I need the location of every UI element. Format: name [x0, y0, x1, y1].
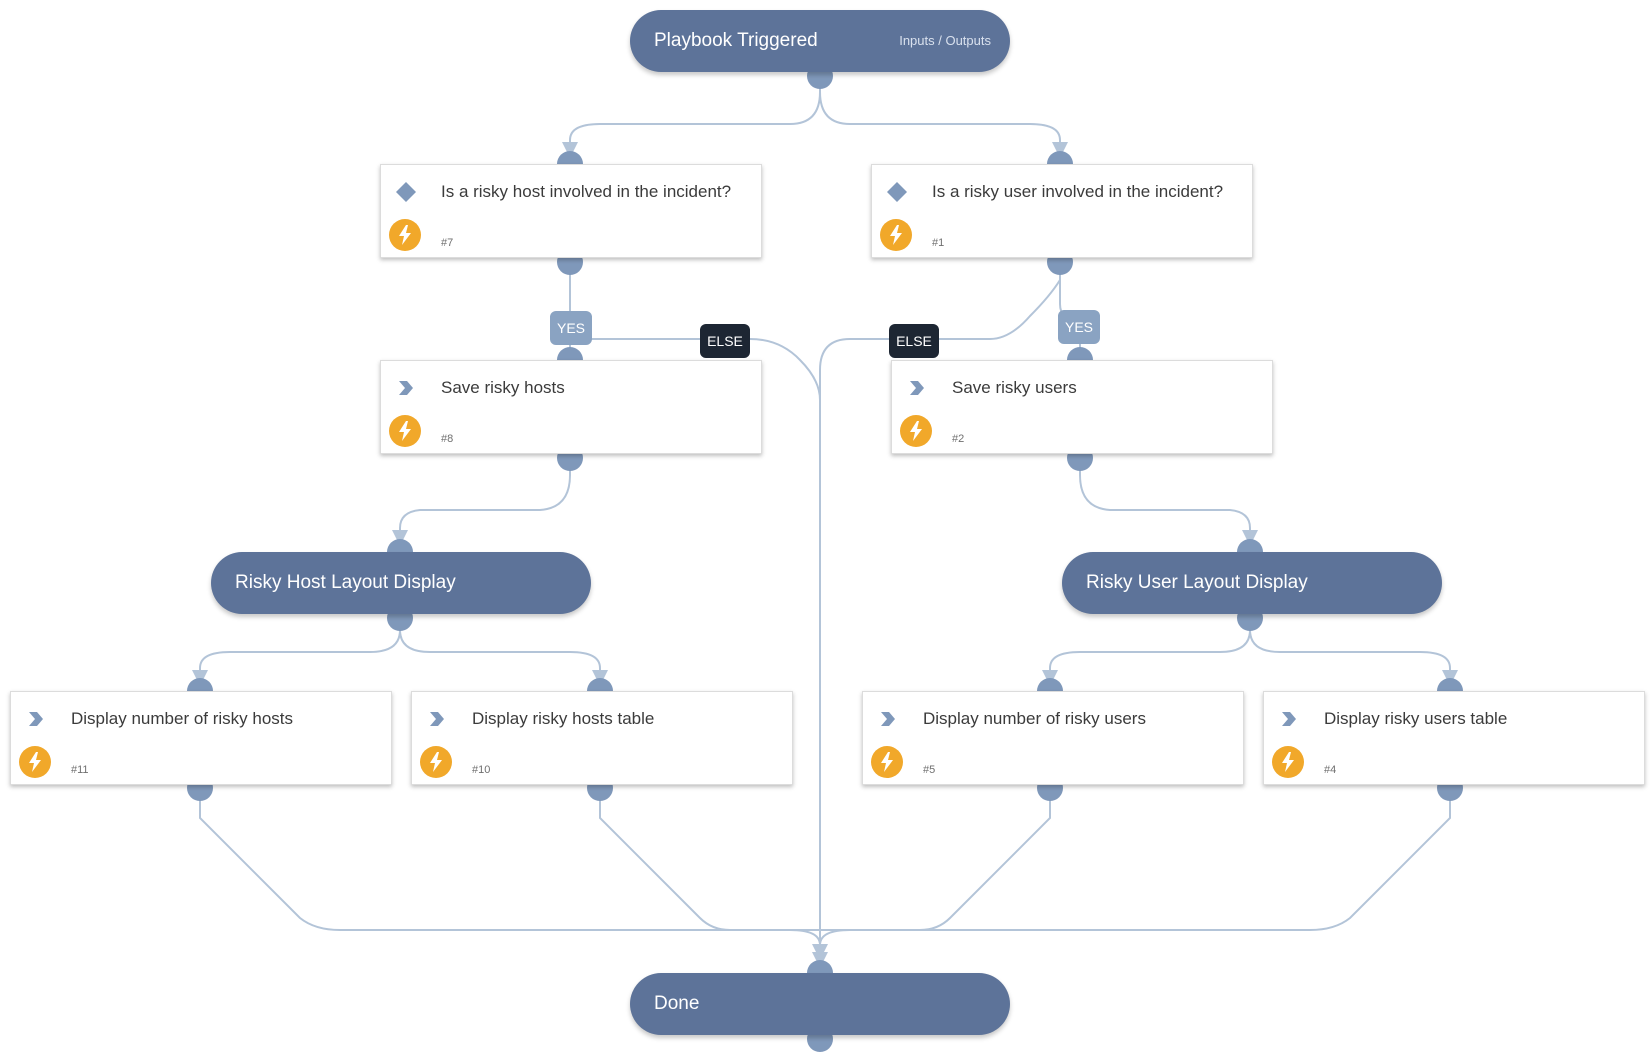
- lightning-bolt-icon: [1272, 746, 1304, 778]
- task-display-number-of-risky-users[interactable]: Display number of risky users #5: [862, 691, 1244, 785]
- task-id: #7: [441, 237, 454, 249]
- edge-start-to-user-condition: [819, 91, 1068, 158]
- task-name: Save risky users: [952, 378, 1077, 397]
- edge-save-users-to-section: [1079, 458, 1258, 546]
- task-name: Is a risky user involved in the incident…: [932, 182, 1224, 201]
- task-name: Is a risky host involved in the incident…: [441, 182, 732, 201]
- task-id: #1: [932, 237, 945, 249]
- chevron-right-icon: [881, 712, 895, 726]
- risky-host-layout-display-section[interactable]: Risky Host Layout Display: [211, 552, 591, 614]
- diamond-icon: [887, 182, 907, 202]
- lightning-bolt-icon: [880, 219, 912, 251]
- edge-host-section-to-t11: [192, 618, 401, 686]
- task-name: Display risky users table: [1324, 709, 1508, 728]
- else-branch-label-user: ELSE: [889, 324, 939, 358]
- edge-start-to-host-condition: [562, 76, 821, 158]
- lightning-bolt-icon: [871, 746, 903, 778]
- edge-t10-to-done: [599, 788, 820, 931]
- done-node[interactable]: Done: [630, 973, 1010, 1035]
- playbook-triggered-title: Playbook Triggered: [654, 30, 818, 51]
- diamond-icon: [396, 182, 416, 202]
- chevron-right-icon: [910, 381, 924, 395]
- chevron-right-icon: [430, 712, 444, 726]
- task-risky-user-condition[interactable]: Is a risky user involved in the incident…: [871, 164, 1253, 258]
- task-name: Display number of risky users: [923, 709, 1146, 728]
- chevron-right-icon: [1282, 712, 1296, 726]
- playbook-triggered-node[interactable]: Playbook Triggered Inputs / Outputs: [630, 10, 1010, 72]
- task-display-risky-hosts-table[interactable]: Display risky hosts table #10: [411, 691, 793, 785]
- risky-user-layout-display-section[interactable]: Risky User Layout Display: [1062, 552, 1442, 614]
- section-title: Risky Host Layout Display: [235, 572, 456, 593]
- task-id: #2: [952, 433, 965, 445]
- task-name: Display number of risky hosts: [71, 709, 294, 728]
- edge-user-section-to-t5: [1042, 618, 1251, 686]
- task-id: #10: [472, 764, 491, 776]
- lightning-bolt-icon: [389, 415, 421, 447]
- yes-branch-label-host: YES: [550, 311, 592, 345]
- task-display-risky-users-table[interactable]: Display risky users table #4: [1263, 691, 1645, 785]
- task-name: Display risky hosts table: [472, 709, 655, 728]
- task-id: #8: [441, 433, 454, 445]
- task-display-number-of-risky-hosts[interactable]: Display number of risky hosts #11: [10, 691, 392, 785]
- edge-host-section-to-t10: [399, 629, 608, 686]
- edge-user-section-to-t4: [1249, 629, 1458, 686]
- done-title: Done: [654, 993, 700, 1014]
- task-id: #11: [71, 764, 89, 776]
- inputs-outputs-link[interactable]: Inputs / Outputs: [899, 33, 991, 48]
- edge-user-condition-else: [819, 262, 1061, 960]
- lightning-bolt-icon: [420, 746, 452, 778]
- task-save-risky-hosts[interactable]: Save risky hosts #8: [380, 360, 762, 454]
- else-branch-label-host: ELSE: [700, 324, 750, 358]
- section-title: Risky User Layout Display: [1086, 572, 1308, 593]
- lightning-bolt-icon: [900, 415, 932, 447]
- lightning-bolt-icon: [389, 219, 421, 251]
- edge-save-hosts-to-section: [392, 458, 571, 546]
- task-id: #4: [1324, 764, 1337, 776]
- task-name: Save risky hosts: [441, 378, 565, 397]
- edge-t5-to-done: [820, 788, 1051, 931]
- edge-t11-to-done: [199, 788, 828, 960]
- chevron-right-icon: [29, 712, 43, 726]
- edge-t4-to-done: [819, 788, 1451, 946]
- lightning-bolt-icon: [19, 746, 51, 778]
- task-save-risky-users[interactable]: Save risky users #2: [891, 360, 1273, 454]
- task-id: #5: [923, 764, 936, 776]
- task-risky-host-condition[interactable]: Is a risky host involved in the incident…: [380, 164, 762, 258]
- yes-branch-label-user: YES: [1058, 310, 1100, 344]
- chevron-right-icon: [399, 381, 413, 395]
